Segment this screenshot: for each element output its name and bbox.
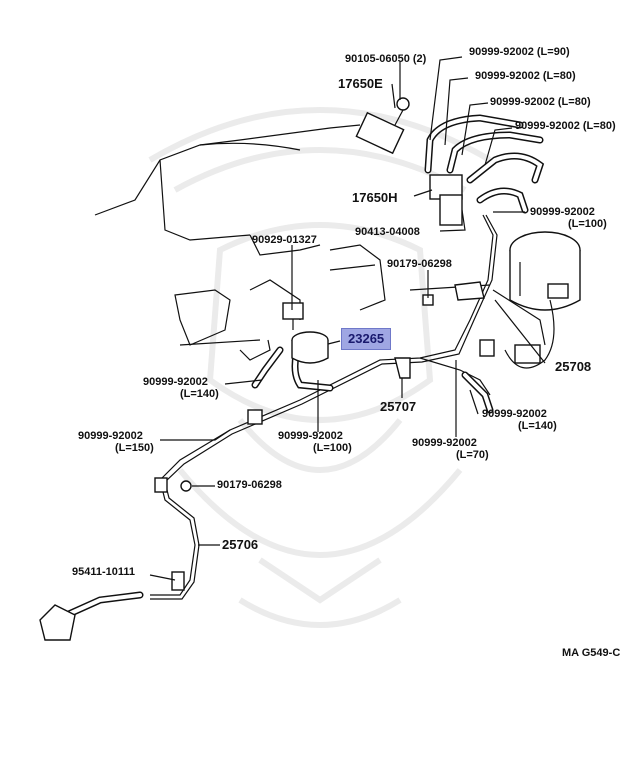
label-hose-l100-mid-length: (L=100) xyxy=(313,442,352,454)
vsv-17650e xyxy=(355,97,410,155)
valve-23265 xyxy=(282,302,329,364)
label-23265-highlighted: 23265 xyxy=(341,328,392,350)
label-17650e: 17650E xyxy=(338,76,383,91)
label-hose-l100-top: 90999-92002 xyxy=(530,206,595,218)
label-90179-06298-lower: 90179-06298 xyxy=(217,479,282,491)
watermark-emblem xyxy=(148,107,492,628)
label-25706: 25706 xyxy=(222,537,259,552)
label-hose-l90: 90999-92002 (L=90) xyxy=(469,46,570,58)
label-hose-l140-left: 90999-92002 xyxy=(143,376,208,388)
label-hose-l70-length: (L=70) xyxy=(456,449,489,461)
charcoal-canister xyxy=(504,231,581,369)
label-hose-l70: 90999-92002 xyxy=(412,437,477,449)
label-hose-l100-top-length: (L=100) xyxy=(568,218,607,230)
leader-lines xyxy=(149,56,546,581)
label-hose-l150: 90999-92002 xyxy=(78,430,143,442)
label-hose-l80-2: 90999-92002 (L=80) xyxy=(490,96,591,108)
diagram-code: MA G549-C xyxy=(562,647,621,659)
label-hose-l80-1: 90999-92002 (L=80) xyxy=(475,70,576,82)
label-hose-l80-3: 90999-92002 (L=80) xyxy=(515,120,616,132)
label-hose-l140-right-length: (L=140) xyxy=(518,420,557,432)
label-90179-06298-upper: 90179-06298 xyxy=(387,258,452,270)
label-25707: 25707 xyxy=(380,399,417,414)
label-hose-l150-length: (L=150) xyxy=(115,442,154,454)
label-hose-l140-right: 90999-92002 xyxy=(482,408,547,420)
label-90413-04008: 90413-04008 xyxy=(355,226,420,238)
label-hose-l100-mid: 90999-92002 xyxy=(278,430,343,442)
label-95411-10111: 95411-10111 xyxy=(72,566,136,578)
label-17650h: 17650H xyxy=(352,190,398,205)
label-90105-06050: 90105-06050 (2) xyxy=(345,53,427,65)
label-90929-01327: 90929-01327 xyxy=(252,234,317,246)
vsv-17650h xyxy=(429,174,463,226)
label-hose-l140-left-length: (L=140) xyxy=(180,388,219,400)
label-25708: 25708 xyxy=(555,359,592,374)
